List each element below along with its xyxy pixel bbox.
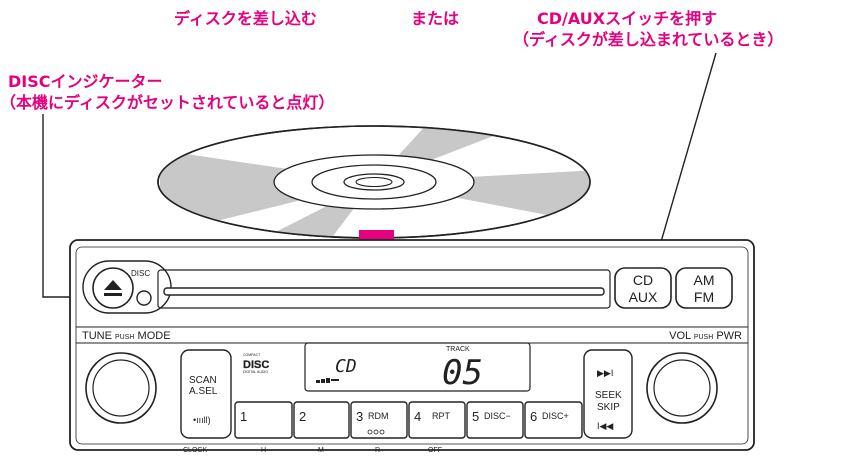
aux-button-label: AUX	[629, 289, 658, 305]
cd-button-label: CD	[633, 272, 653, 288]
disc-indicator-text: DISC	[131, 269, 150, 278]
am-button-label: AM	[694, 272, 715, 288]
cd-aux-label-line1: CD/AUXスイッチを押す	[537, 9, 718, 28]
preset-sub-label: H	[261, 447, 266, 454]
disc-indicator-label-line2: （本機にディスクがセットされていると点灯）	[0, 93, 335, 112]
preset-number: 1	[240, 409, 247, 424]
svg-text:COMPACT: COMPACT	[243, 353, 261, 357]
eject-button[interactable]	[92, 267, 134, 309]
compact-disc-logo: COMPACT DISC DIGITAL AUDIO	[243, 353, 270, 374]
skip-label: SKIP	[597, 402, 620, 413]
signal-icon: •ıııll)	[193, 415, 211, 425]
tune-label: TUNE PUSH MODE	[82, 330, 171, 342]
asel-label: A.SEL	[189, 386, 218, 397]
preset-sub-label: M	[318, 447, 324, 454]
disc-indicator-light	[136, 290, 152, 306]
lcd-display: CD TRACK 05	[304, 342, 531, 393]
svg-text:DISC: DISC	[243, 359, 269, 371]
preset-number: 3	[356, 409, 363, 424]
display-level-bars	[316, 378, 339, 383]
fm-button-label: FM	[694, 289, 714, 305]
preset-button-1[interactable]: 1	[234, 401, 293, 439]
random-label: RDM	[368, 411, 389, 421]
cd-aux-label-line2: （ディスクが差し込まれているとき）	[513, 30, 784, 49]
previous-track-icon: I◀◀	[597, 421, 613, 431]
preset-button-4[interactable]: 4 RPT	[408, 401, 466, 439]
random-dots	[367, 429, 385, 435]
disc-indicator-label-line1: DISCインジケーター	[8, 72, 163, 91]
display-mode: CD	[335, 356, 357, 377]
preset-number: 5	[472, 409, 479, 424]
compact-disc	[157, 125, 591, 239]
eject-icon	[104, 280, 122, 290]
preset-button-5[interactable]: 5 DISC−	[466, 401, 524, 439]
svg-text:DIGITAL AUDIO: DIGITAL AUDIO	[243, 370, 268, 374]
repeat-label: RPT	[432, 411, 451, 421]
eject-bezel	[82, 260, 172, 314]
seek-skip-button[interactable]: ▶▶I SEEK SKIP I◀◀	[583, 349, 633, 439]
disc-plus-label: DISC+	[542, 411, 569, 421]
preset-buttons: 1 2 3 RDM 4 RPT 5 DISC− 6 DISC+	[234, 401, 583, 439]
scan-button[interactable]: SCAN A.SEL •ıııll)	[180, 349, 232, 439]
preset-sub-label: OFF	[428, 447, 442, 454]
or-label: または	[411, 9, 460, 28]
preset-number: 2	[299, 409, 306, 424]
preset-sub-label: R	[375, 447, 380, 454]
preset-number: 6	[530, 409, 537, 424]
tune-knob[interactable]	[85, 352, 157, 424]
scan-label: SCAN	[189, 375, 217, 386]
vol-label: VOL PUSH PWR	[669, 330, 742, 342]
next-track-icon: ▶▶I	[597, 368, 613, 378]
disc-minus-label: DISC−	[484, 411, 511, 421]
cd-aux-leader	[653, 52, 717, 261]
cd-aux-button[interactable]: CD AUX	[614, 267, 672, 309]
volume-knob[interactable]	[646, 352, 718, 424]
preset-button-6[interactable]: 6 DISC+	[524, 401, 583, 439]
display-track-number: 05	[442, 353, 483, 393]
am-fm-button[interactable]: AM FM	[675, 267, 733, 309]
disc-slot	[157, 269, 611, 309]
insert-disc-label: ディスクを差し込む	[174, 9, 317, 28]
preset-number: 4	[414, 409, 421, 424]
clock-label: CLOCK	[183, 447, 207, 454]
seek-label: SEEK	[595, 390, 622, 401]
display-track-label: TRACK	[446, 346, 470, 353]
preset-button-2[interactable]: 2	[293, 401, 350, 439]
preset-button-3[interactable]: 3 RDM	[350, 401, 408, 439]
